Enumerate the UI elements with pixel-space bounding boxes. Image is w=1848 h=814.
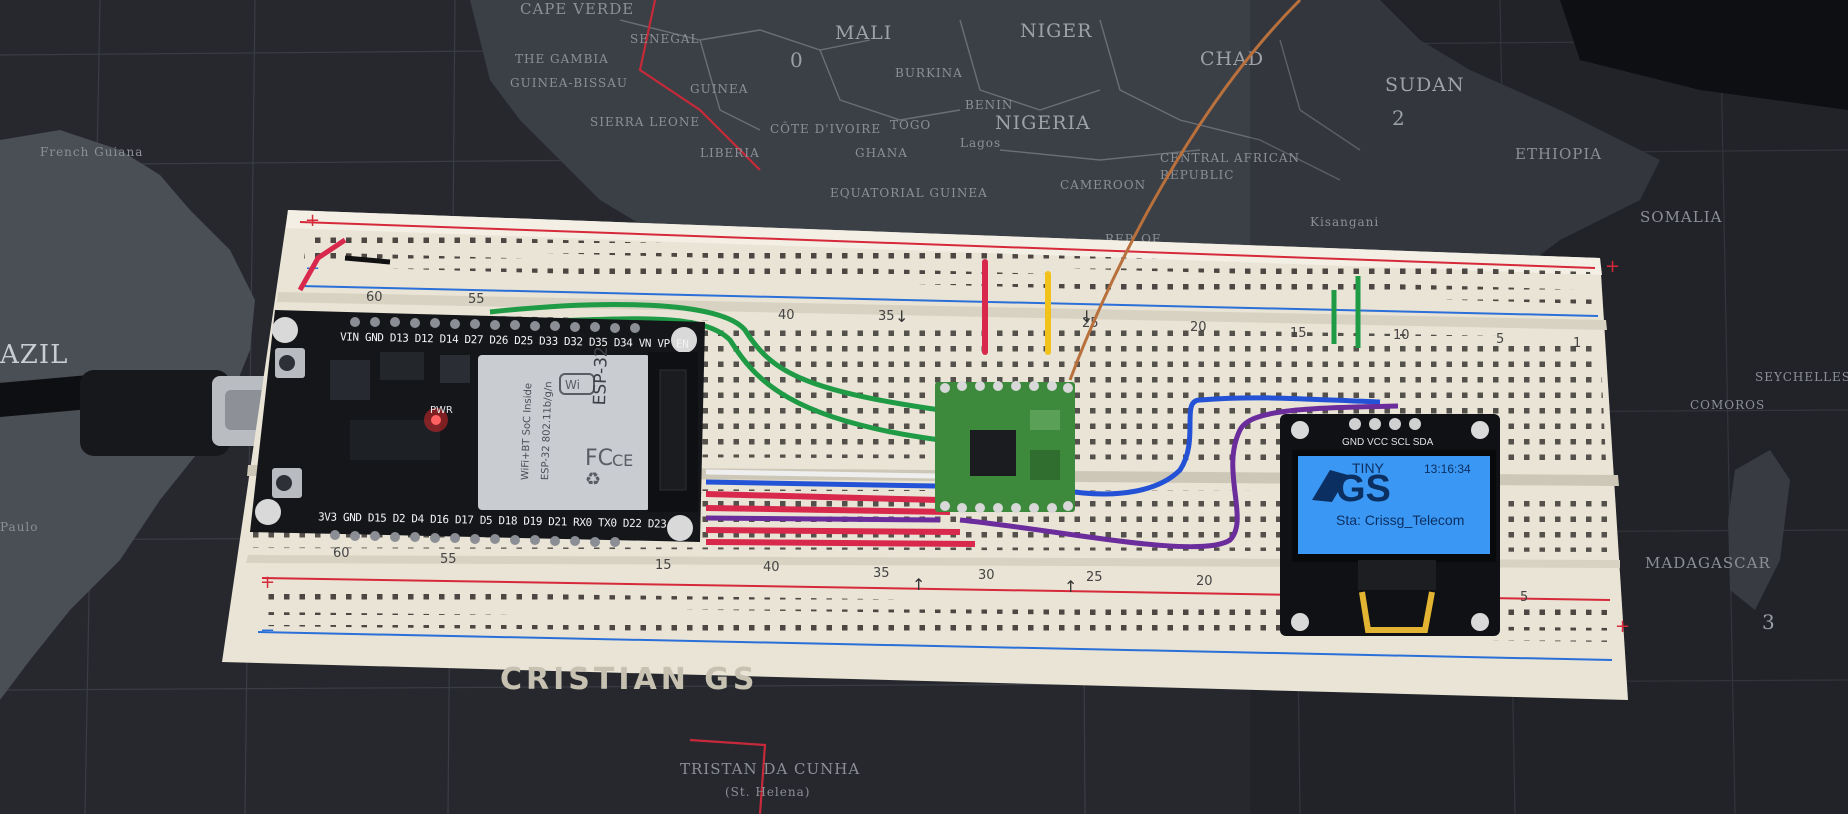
map-label-niger: NIGER xyxy=(1020,20,1093,42)
map-label-french-guiana: French Guiana xyxy=(40,145,144,159)
map-label-kisangani: Kisangani xyxy=(1310,215,1380,229)
breadboard-bottom-label: CRISTIAN GS xyxy=(500,662,759,697)
map-label-cote-divoire: CÔTE D'IVOIRE xyxy=(770,122,882,136)
svg-text:↓: ↓ xyxy=(1080,307,1093,326)
bb-bottom-number: 40 xyxy=(763,560,780,575)
map-number-2: 2 xyxy=(1392,106,1405,130)
map-label-seychelles: SEYCHELLES xyxy=(1755,370,1848,384)
map-label-gambia: THE GAMBIA xyxy=(515,52,609,66)
map-label-mali: MALI xyxy=(835,22,893,44)
map-label-guinea: GUINEA xyxy=(690,82,749,96)
map-label-liberia: LIBERIA xyxy=(700,146,760,160)
svg-text:↑: ↑ xyxy=(912,575,925,594)
map-label-cameroon: CAMEROON xyxy=(1060,178,1147,192)
bb-bottom-number: 55 xyxy=(440,552,457,567)
bb-top-number: 10 xyxy=(1393,328,1410,343)
oled-header-text: TINY xyxy=(1352,460,1384,476)
bb-bottom-number: 5 xyxy=(1520,590,1529,605)
bb-bottom-number: 30 xyxy=(978,568,995,583)
map-label-togo: TOGO xyxy=(890,118,932,132)
svg-text:↑: ↑ xyxy=(1064,577,1077,596)
bb-top-number: 60 xyxy=(366,290,383,305)
svg-text:+: + xyxy=(1605,256,1620,277)
map-label-guinea-bissau: GUINEA-BISSAU xyxy=(510,76,628,90)
map-label-tristan: TRISTAN DA CUNHA xyxy=(680,760,861,778)
dark-corner xyxy=(1560,0,1848,110)
map-label-eq-guinea: EQUATORIAL GUINEA xyxy=(830,186,988,200)
svg-text:+: + xyxy=(1615,616,1630,637)
oled-logo-text: GS xyxy=(1336,468,1391,510)
svg-text:+: + xyxy=(260,572,275,593)
map-label-cape-verde: CAPE VERDE xyxy=(520,0,635,18)
bb-bottom-number: 60 xyxy=(333,546,350,561)
bb-top-number: 40 xyxy=(778,308,795,323)
bb-top-number: 5 xyxy=(1496,332,1505,347)
map-label-nigeria: NIGERIA xyxy=(995,112,1091,134)
map-label-sudan: SUDAN xyxy=(1385,74,1465,96)
svg-text:CE: CE xyxy=(612,451,633,470)
map-label-lagos: Lagos xyxy=(960,136,1002,150)
svg-text:Wi: Wi xyxy=(565,378,580,392)
bb-top-number: 15 xyxy=(1290,326,1307,341)
map-label-st-helena: (St. Helena) xyxy=(725,785,811,799)
map-label-car: CENTRAL AFRICAN REPUBLIC xyxy=(1160,151,1301,182)
svg-text:−: − xyxy=(260,620,275,641)
oled-status-text: Sta: Crissg_Telecom xyxy=(1336,512,1465,528)
map-label-burkina: BURKINA xyxy=(895,66,963,80)
bb-top-number: 35 xyxy=(878,309,895,324)
bb-bottom-number: 20 xyxy=(1196,574,1213,589)
map-label-chad: CHAD xyxy=(1200,48,1265,70)
map-label-ghana: GHANA xyxy=(855,146,908,160)
svg-text:FC: FC xyxy=(585,446,613,471)
map-label-comoros: COMOROS xyxy=(1690,398,1766,412)
bb-bottom-number: 35 xyxy=(873,566,890,581)
map-label-benin: BENIN xyxy=(965,98,1014,112)
bb-top-number: 1 xyxy=(1573,336,1582,351)
bb-top-number: 20 xyxy=(1190,320,1207,335)
bb-bottom-number: 15 xyxy=(655,558,672,573)
map-number-3: 3 xyxy=(1762,610,1775,634)
bb-top-number: 55 xyxy=(468,292,485,307)
map-label-ethiopia: ETHIOPIA xyxy=(1515,145,1603,163)
map-number-0: 0 xyxy=(790,48,803,72)
map-label-senegal: SENEGAL xyxy=(630,32,700,46)
map-label-brazil: AZIL xyxy=(0,340,69,370)
map-label-somalia: SOMALIA xyxy=(1640,208,1723,226)
svg-text:+: + xyxy=(305,210,320,231)
svg-text:↓: ↓ xyxy=(895,307,908,326)
svg-text:♻: ♻ xyxy=(585,469,601,490)
madagascar-landmass xyxy=(1728,450,1790,610)
bb-bottom-number: 25 xyxy=(1086,570,1103,585)
map-label-sao-paulo: Paulo xyxy=(0,520,39,534)
esp32-pwr-label: PWR xyxy=(430,405,453,416)
map-label-sierra-leone: SIERRA LEONE xyxy=(590,115,701,129)
oled-time: 13:16:34 xyxy=(1424,462,1471,476)
oled-pin-labels: GND VCC SCL SDA xyxy=(1342,437,1434,448)
map-label-madagascar: MADAGASCAR xyxy=(1645,554,1771,572)
